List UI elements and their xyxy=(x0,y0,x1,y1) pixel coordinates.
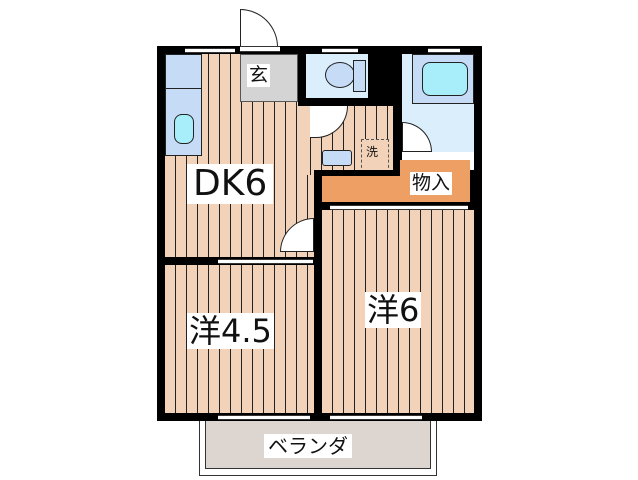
dk-label: DK6 xyxy=(187,164,274,204)
outer-wall-top xyxy=(157,46,482,54)
toilet-bottom-wall xyxy=(298,98,398,106)
window-room1 xyxy=(218,415,310,420)
counter-divider xyxy=(165,88,202,89)
outer-wall-bottom xyxy=(157,413,482,421)
window-dk xyxy=(185,48,235,53)
window-bath xyxy=(428,48,460,53)
room2-label: 洋6 xyxy=(365,291,422,329)
window-room2 xyxy=(330,415,422,420)
washer-label: 洗 xyxy=(366,145,379,159)
room2-door xyxy=(330,205,468,210)
bath-left-wall xyxy=(393,46,402,176)
bathtub-icon xyxy=(422,62,468,96)
storage-label: 物入 xyxy=(410,172,453,195)
balcony-label: ベランダ xyxy=(264,434,352,458)
toilet-tank xyxy=(353,60,366,92)
toilet-wall xyxy=(298,46,306,106)
room1-label: 洋4.5 xyxy=(187,312,274,350)
washbasin-icon xyxy=(322,150,352,166)
front-door xyxy=(240,9,278,47)
outer-wall-right xyxy=(474,46,482,421)
dk-floor xyxy=(165,54,315,260)
entrance-label: 玄 xyxy=(247,64,271,87)
toilet-icon xyxy=(325,62,355,88)
sink-icon xyxy=(174,114,194,144)
outer-wall-left xyxy=(157,46,165,421)
window-toilet xyxy=(322,48,358,53)
room-divider-wall xyxy=(314,205,322,415)
entrance-door-frame xyxy=(240,46,280,52)
room1-door xyxy=(218,259,313,264)
